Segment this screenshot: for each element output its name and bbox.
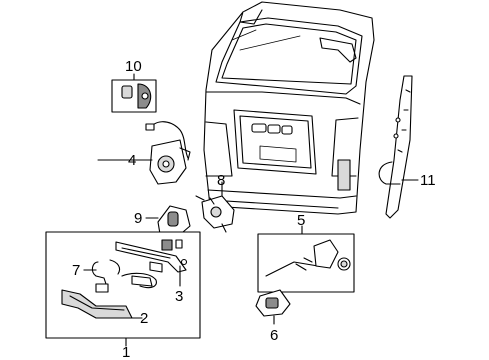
liftgate-assembly xyxy=(203,1,375,215)
part-6-bracket xyxy=(255,289,291,325)
callout-2: 2 xyxy=(140,310,148,327)
callout-1: 1 xyxy=(122,344,130,360)
callout-4: 4 xyxy=(128,152,136,169)
part-4-actuator xyxy=(141,121,191,185)
leader-lines xyxy=(83,159,412,271)
callout-9: 9 xyxy=(134,210,142,227)
callout-labels: 1 2 3 4 5 6 7 8 9 10 11 xyxy=(72,58,436,360)
callout-10: 10 xyxy=(125,58,142,75)
callout-7: 7 xyxy=(72,262,80,279)
callout-11: 11 xyxy=(420,172,436,189)
part-11-cable xyxy=(378,75,419,219)
part-8-latch xyxy=(195,181,235,233)
callout-5: 5 xyxy=(297,212,305,229)
callout-3: 3 xyxy=(175,288,183,305)
part-10-connector xyxy=(111,73,157,113)
part-1-group xyxy=(45,231,201,347)
part-5-group xyxy=(257,225,355,293)
part-9-striker xyxy=(145,205,191,239)
callout-6: 6 xyxy=(270,327,278,344)
callout-8: 8 xyxy=(217,172,225,189)
